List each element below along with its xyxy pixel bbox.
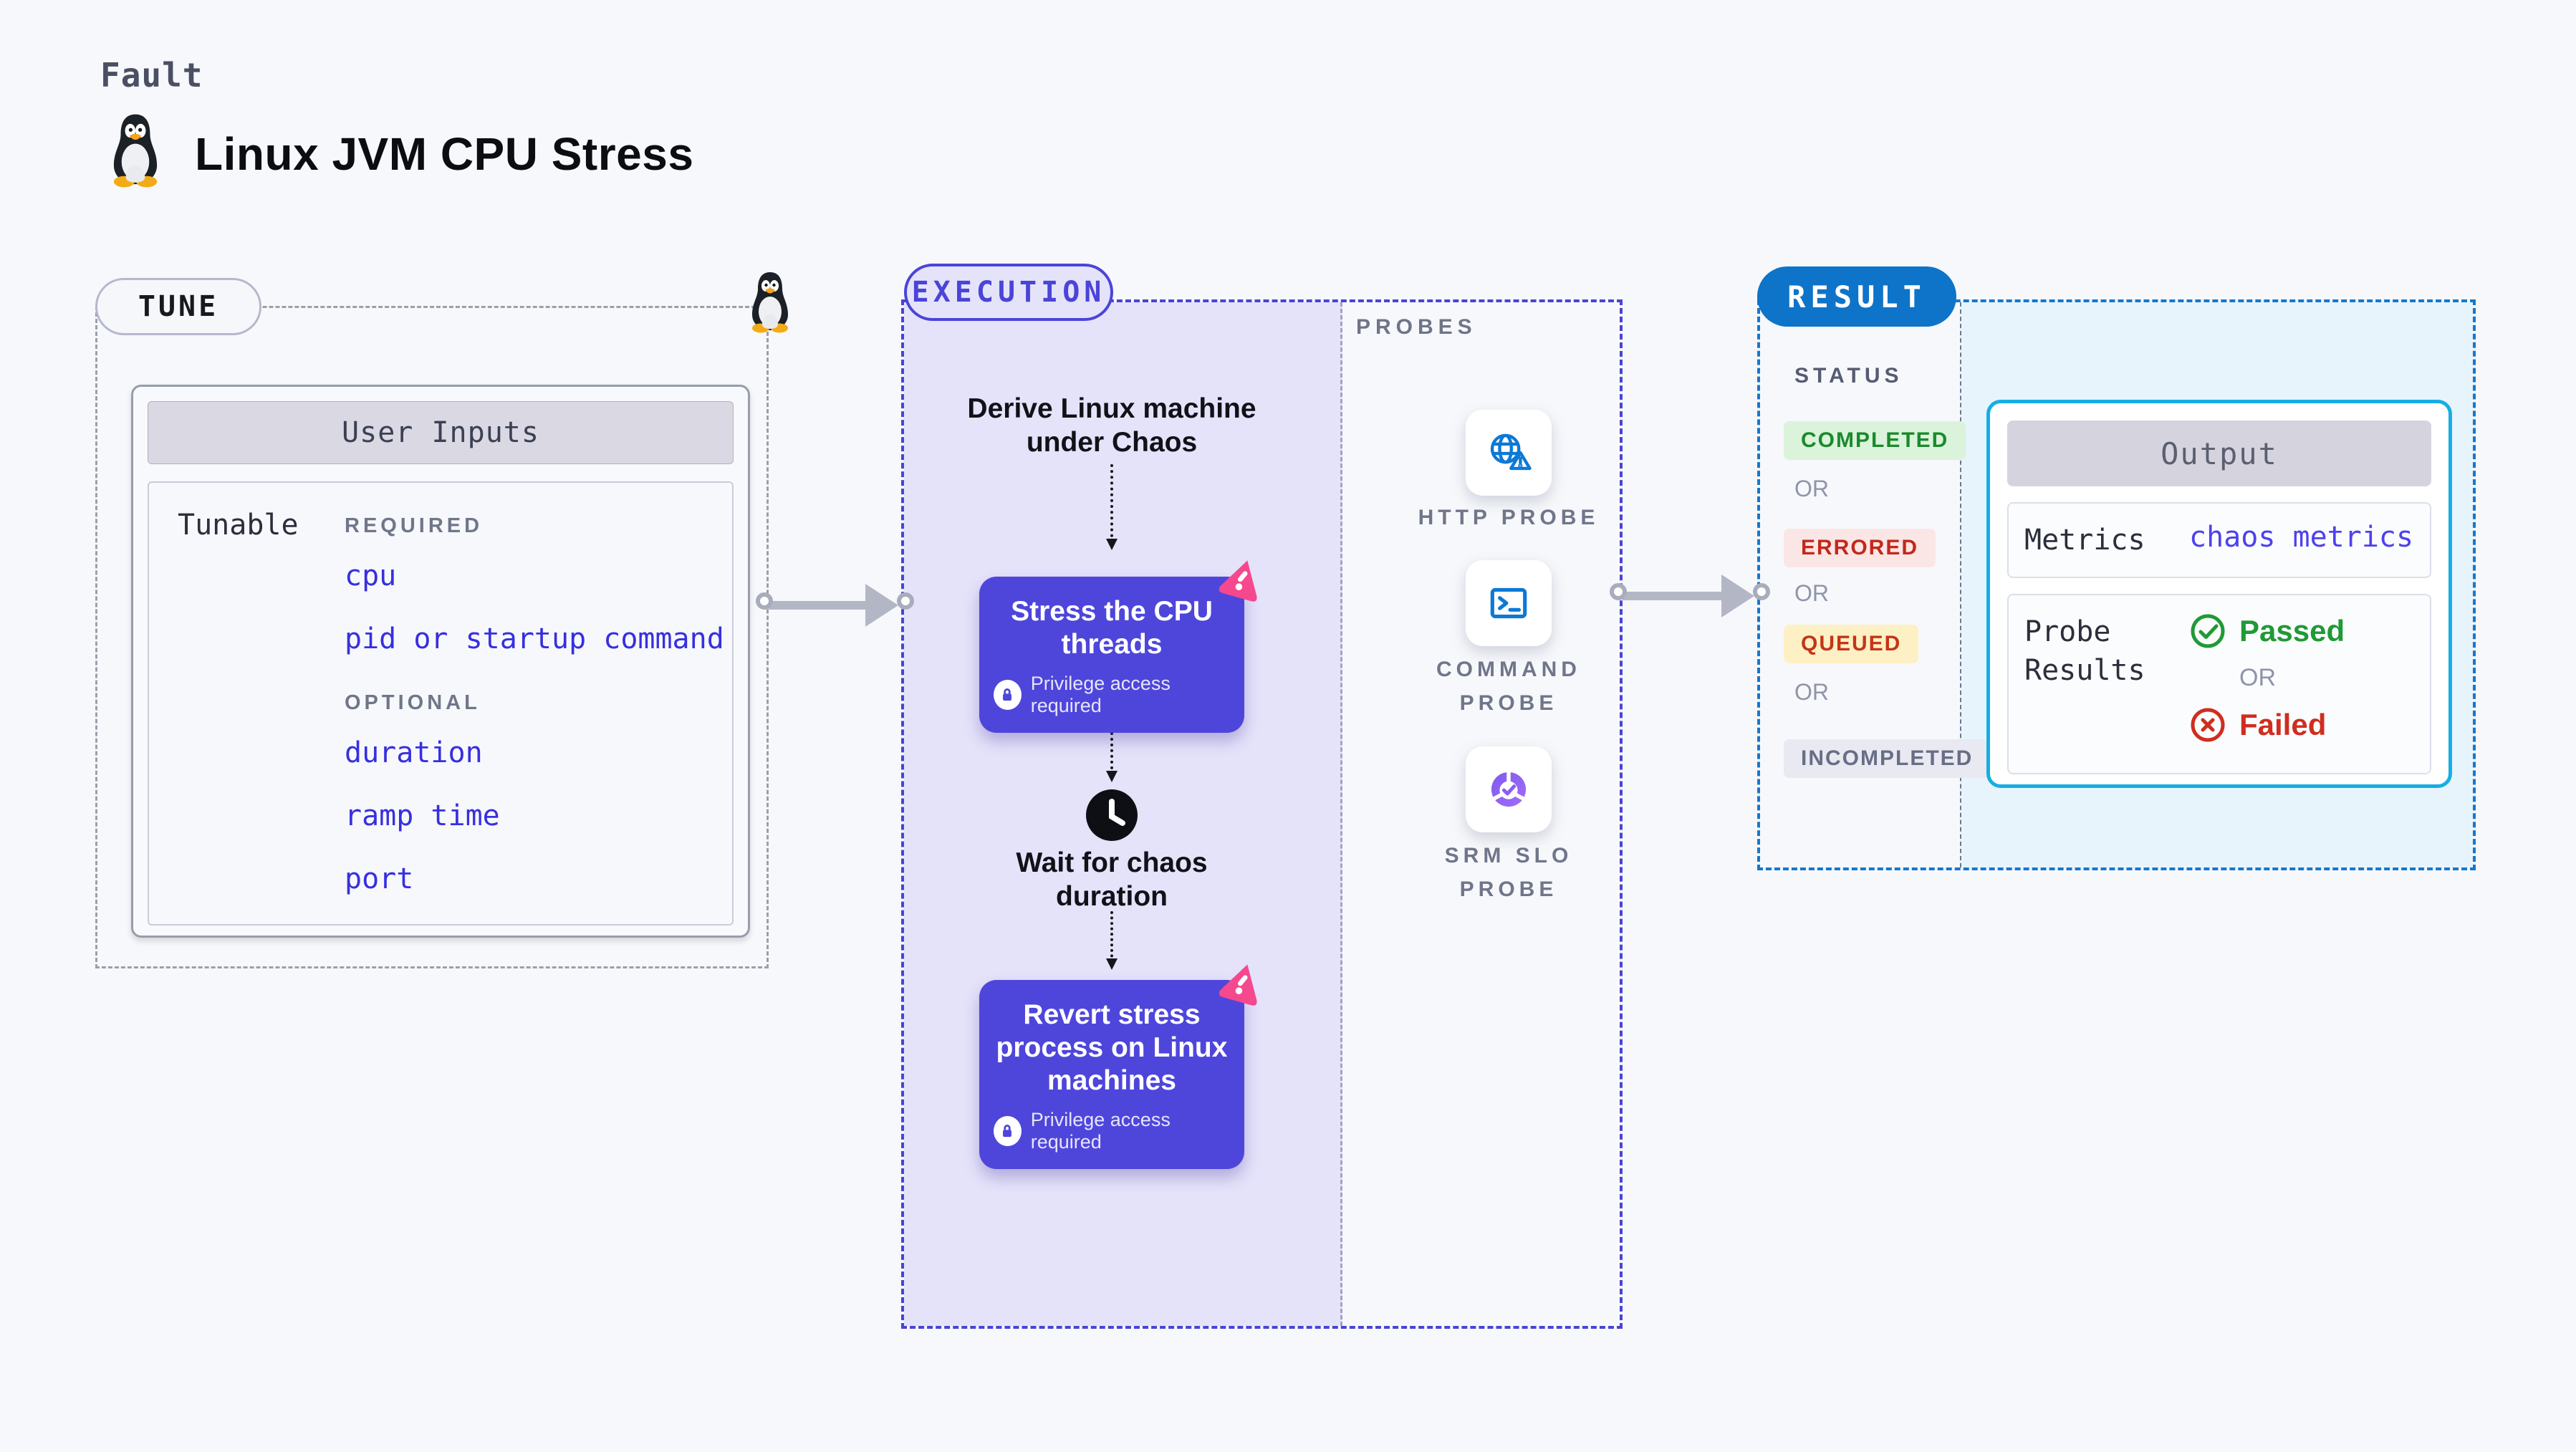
execution-badge: EXECUTION: [904, 264, 1113, 321]
probe-results-label: Probe Results: [2024, 615, 2145, 687]
lock-icon: [994, 1116, 1022, 1147]
output-title: Output: [2007, 420, 2431, 486]
status-completed-badge: COMPLETED: [1784, 421, 1966, 460]
execution-to-result-arrow: [1610, 574, 1770, 617]
fault-kind-label: Fault: [100, 56, 203, 95]
arrow-shaft: [769, 601, 874, 610]
stress-cpu-step-card[interactable]: Stress the CPU threads Privilege access …: [979, 577, 1244, 734]
privilege-text: Privilege access required: [1030, 673, 1171, 717]
stress-step-title: Stress the CPU threads: [1011, 596, 1213, 660]
or-separator: OR: [2239, 664, 2276, 691]
slo-donut-check-icon: [1491, 770, 1527, 807]
tunable-row-label: Tunable: [178, 509, 299, 542]
derive-step-text: Derive Linux machine under Chaos: [967, 393, 1256, 458]
tunable-pid-link[interactable]: pid or startup command: [345, 622, 724, 655]
privilege-note: Privilege access required: [994, 1109, 1230, 1153]
tunable-cpu-link[interactable]: cpu: [345, 559, 397, 592]
arrow-head: [1721, 574, 1754, 617]
metrics-label: Metrics: [2024, 524, 2145, 557]
chaos-metrics-link[interactable]: chaos metrics: [2189, 521, 2414, 554]
srm-slo-probe-card[interactable]: [1466, 746, 1552, 832]
arrow-shaft: [1623, 592, 1730, 600]
status-incompleted-badge: INCOMPLETED: [1784, 739, 1991, 778]
arrow-start-node: [756, 592, 773, 610]
tunable-values-column: REQUIRED cpu pid or startup command OPTI…: [345, 509, 724, 925]
metrics-row: Metrics chaos metrics: [2007, 502, 2431, 578]
dotted-flow-arrow: [1106, 464, 1118, 550]
privilege-note: Privilege access required: [994, 673, 1230, 717]
globe-alert-icon: [1490, 433, 1532, 471]
status-errored-badge: ERRORED: [1784, 529, 1936, 567]
passed-text: Passed: [2239, 614, 2345, 648]
clock-icon: [1085, 788, 1139, 842]
or-separator: OR: [1794, 580, 1829, 606]
output-card: Output Metrics chaos metrics Probe Resul…: [1986, 400, 2452, 788]
privilege-text: Privilege access required: [1030, 1109, 1171, 1153]
srm-slo-probe-label: SRM SLO PROBE: [1444, 844, 1573, 901]
user-inputs-title: User Inputs: [148, 401, 734, 464]
x-circle-icon: [2191, 708, 2225, 742]
wait-step-text: Wait for chaos duration: [1016, 847, 1208, 912]
or-separator: OR: [1794, 476, 1829, 501]
result-badge: RESULT: [1757, 266, 1956, 327]
dotted-flow-arrow: [1106, 709, 1118, 782]
probe-results-row: Probe Results Passed OR Failed: [2007, 594, 2431, 774]
arrow-end-node: [1753, 583, 1770, 600]
status-queued-badge: QUEUED: [1784, 625, 1919, 663]
tunable-duration-link[interactable]: duration: [345, 736, 483, 769]
terminal-icon: [1490, 587, 1527, 619]
tune-section: [95, 306, 769, 968]
page-title: Linux JVM CPU Stress: [195, 128, 694, 180]
tune-badge: TUNE: [95, 278, 261, 335]
optional-section-label: OPTIONAL: [345, 691, 481, 714]
user-inputs-card: User Inputs Tunable REQUIRED cpu pid or …: [131, 385, 750, 938]
failed-result: Failed: [2189, 706, 2345, 744]
tunable-port-link[interactable]: port: [345, 862, 414, 895]
required-section-label: REQUIRED: [345, 514, 484, 537]
http-probe-label: HTTP PROBE: [1418, 506, 1600, 529]
or-separator: OR: [1794, 679, 1829, 705]
chaos-experiment-icon: [1219, 560, 1257, 602]
passed-result: Passed: [2189, 612, 2345, 650]
linux-tux-icon: [113, 114, 158, 188]
check-circle-icon: [2191, 614, 2225, 648]
lock-icon: [994, 680, 1022, 711]
arrow-end-node: [897, 592, 914, 610]
status-section-label: STATUS: [1794, 364, 1903, 388]
arrow-start-node: [1610, 583, 1627, 600]
failed-text: Failed: [2239, 708, 2327, 741]
probe-results-values: Passed OR Failed: [2189, 612, 2345, 756]
user-inputs-table: Tunable REQUIRED cpu pid or startup comm…: [148, 481, 734, 925]
http-probe-card[interactable]: [1466, 410, 1552, 496]
tune-to-execution-arrow: [756, 584, 914, 627]
command-probe-card[interactable]: [1466, 560, 1552, 646]
command-probe-label: COMMAND PROBE: [1436, 658, 1581, 715]
tunable-ramp-time-link[interactable]: ramp time: [345, 799, 500, 832]
linux-tux-icon-small: [752, 272, 788, 333]
arrow-head: [865, 584, 898, 627]
chaos-experiment-icon: [1219, 964, 1257, 1006]
dotted-flow-arrow: [1106, 911, 1118, 970]
revert-step-title: Revert stress process on Linux machines: [996, 999, 1228, 1097]
revert-stress-step-card[interactable]: Revert stress process on Linux machines …: [979, 980, 1244, 1170]
probes-section-label: PROBES: [1356, 315, 1477, 339]
